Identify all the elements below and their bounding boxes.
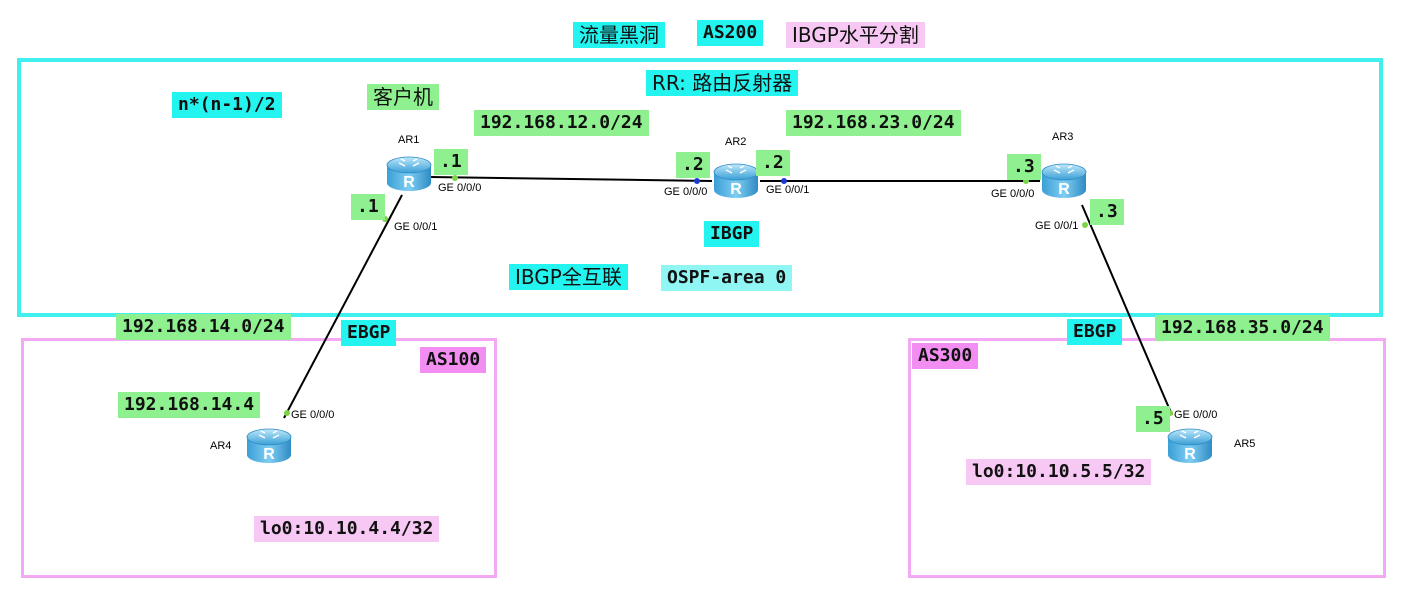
svg-text:R: R bbox=[263, 446, 275, 463]
label-ar1-g0-ip: .1 bbox=[434, 149, 468, 175]
router-icon[interactable]: R bbox=[385, 153, 433, 193]
label-as300: AS300 bbox=[912, 343, 979, 369]
label-ar2-g1-ip: .2 bbox=[756, 150, 790, 176]
label-ar1-g1-ip: .1 bbox=[351, 194, 385, 220]
label-net23: 192.168.23.0/24 bbox=[786, 110, 961, 136]
iface-ar1-g001: GE 0/0/1 bbox=[394, 221, 438, 233]
router-name-ar5: AR5 bbox=[1234, 438, 1256, 450]
iface-ar1-g000: GE 0/0/0 bbox=[438, 182, 482, 194]
label-ebgp-left: EBGP bbox=[341, 320, 397, 346]
port-ar4-g000 bbox=[284, 410, 290, 416]
router-icon[interactable]: R bbox=[1166, 425, 1214, 465]
svg-text:R: R bbox=[1184, 446, 1196, 463]
router-name-ar1: AR1 bbox=[398, 134, 420, 146]
svg-text:R: R bbox=[730, 181, 742, 198]
label-as200: AS200 bbox=[697, 20, 764, 46]
iface-ar3-g000: GE 0/0/0 bbox=[991, 188, 1035, 200]
label-ospf: OSPF-area 0 bbox=[661, 265, 793, 291]
link-ar3-ar5 bbox=[1081, 204, 1173, 416]
label-ar2-g0-ip: .2 bbox=[676, 152, 710, 178]
label-ebgp-right: EBGP bbox=[1067, 319, 1123, 345]
label-lo-ar4: lo0:10.10.4.4/32 bbox=[254, 516, 440, 542]
label-net14: 192.168.14.0/24 bbox=[116, 314, 291, 340]
label-net35: 192.168.35.0/24 bbox=[1155, 315, 1330, 341]
label-rr: RR: 路由反射器 bbox=[646, 70, 799, 96]
label-client: 客户机 bbox=[367, 84, 439, 110]
label-net12: 192.168.12.0/24 bbox=[474, 110, 649, 136]
router-icon[interactable]: R bbox=[712, 160, 760, 200]
iface-ar3-g001: GE 0/0/1 bbox=[1035, 220, 1079, 232]
iface-ar5-g000: GE 0/0/0 bbox=[1174, 409, 1218, 421]
router-name-ar3: AR3 bbox=[1052, 131, 1074, 143]
label-ar3-g1-ip: .3 bbox=[1090, 199, 1124, 225]
label-black-hole: 流量黑洞 bbox=[573, 22, 665, 48]
label-ar4-ip: 192.168.14.4 bbox=[118, 392, 261, 418]
router-name-ar4: AR4 bbox=[210, 440, 232, 452]
port-ar3-g001 bbox=[1082, 222, 1088, 228]
svg-text:R: R bbox=[403, 174, 415, 191]
router-name-ar2: AR2 bbox=[725, 136, 747, 148]
router-icon[interactable]: R bbox=[1040, 160, 1088, 200]
iface-ar2-g000: GE 0/0/0 bbox=[664, 186, 708, 198]
label-as100: AS100 bbox=[420, 347, 487, 373]
label-ar5-g0-ip: .5 bbox=[1136, 406, 1170, 432]
label-ar3-g0-ip: .3 bbox=[1007, 154, 1041, 180]
link-ar1-ar4 bbox=[283, 194, 403, 419]
router-icon[interactable]: R bbox=[245, 425, 293, 465]
iface-ar4-g000: GE 0/0/0 bbox=[291, 409, 335, 421]
port-ar2-g001 bbox=[781, 178, 787, 184]
label-ibgp: IBGP bbox=[704, 221, 760, 247]
label-split-horizon: IBGP水平分割 bbox=[786, 22, 925, 48]
as300-area bbox=[908, 338, 1386, 578]
label-lo-ar5: lo0:10.10.5.5/32 bbox=[966, 459, 1152, 485]
port-ar1-g000 bbox=[452, 175, 458, 181]
iface-ar2-g001: GE 0/0/1 bbox=[766, 184, 810, 196]
port-ar2-g000 bbox=[694, 178, 700, 184]
svg-text:R: R bbox=[1058, 181, 1070, 198]
label-ibgp-full-mesh: IBGP全互联 bbox=[509, 264, 628, 290]
label-formula: n*(n-1)/2 bbox=[172, 92, 282, 118]
link-ar1-ar2 bbox=[429, 176, 713, 182]
as200-area bbox=[17, 58, 1383, 317]
